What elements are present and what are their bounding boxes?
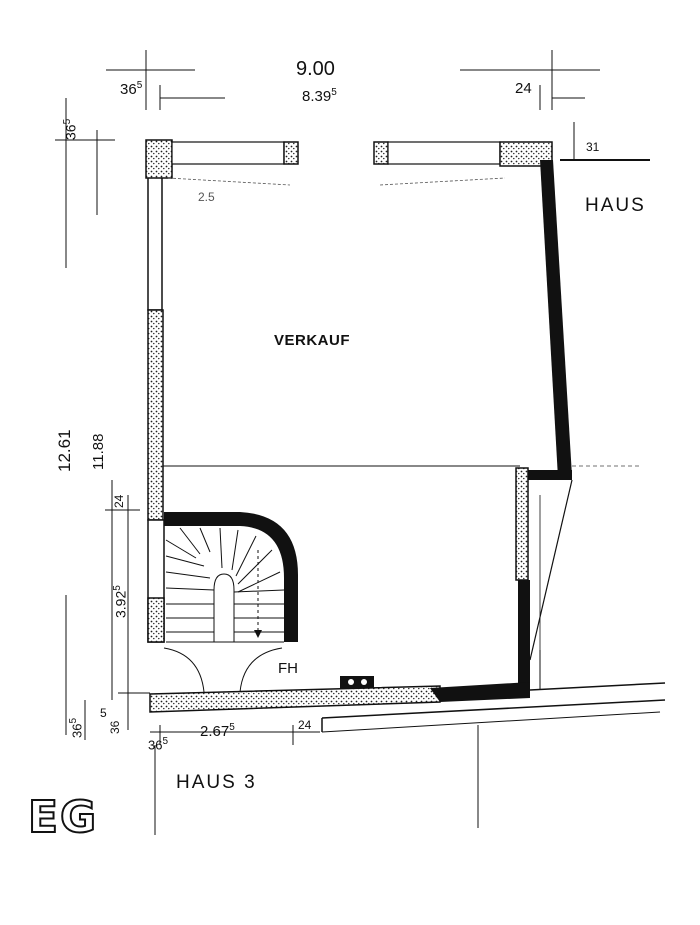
right-offset-label: 31: [586, 140, 600, 154]
top-dimension-lines: [106, 50, 600, 160]
floor-label: EG: [27, 791, 99, 844]
total-length-label: 12.61: [55, 429, 74, 472]
inner-width-label: 8.395: [302, 87, 337, 105]
bottom-wall-c-label: 5: [100, 706, 107, 720]
right-top-wall-label: 24: [515, 80, 532, 97]
side-wall-label: 365: [62, 118, 79, 140]
right-wall: [515, 160, 573, 690]
bottom-dimension-lines: [150, 725, 479, 835]
bottom-wall-b-label: 36: [108, 720, 122, 734]
left-wall: [147, 149, 165, 643]
left-top-wall-label: 365: [120, 80, 143, 98]
left-dimension-lines: [55, 98, 150, 740]
door-swings: [163, 647, 283, 694]
bottom-wall-d-label: 365: [148, 736, 169, 753]
window-note-label: 2.5: [198, 190, 215, 204]
neighbor-label-right: HAUS: [585, 195, 646, 216]
stair-gap-label: 24: [112, 494, 126, 508]
staircase: [165, 527, 285, 643]
bottom-wall: [149, 676, 666, 733]
bottom-right-wall-label: 24: [298, 718, 312, 732]
inner-length-label: 11.88: [90, 433, 107, 470]
top-wall: [145, 139, 650, 186]
room-label-verkauf: VERKAUF: [274, 332, 351, 349]
room-label-fh: FH: [278, 660, 298, 677]
total-width-label: 9.00: [296, 58, 335, 80]
neighbor-label-bottom: HAUS 3: [176, 772, 257, 793]
stair-width-label: 2.675: [200, 722, 235, 740]
bottom-wall-a-label: 365: [68, 717, 85, 738]
stair-wall: [164, 512, 298, 642]
stair-length-label: 3.925: [112, 585, 129, 618]
